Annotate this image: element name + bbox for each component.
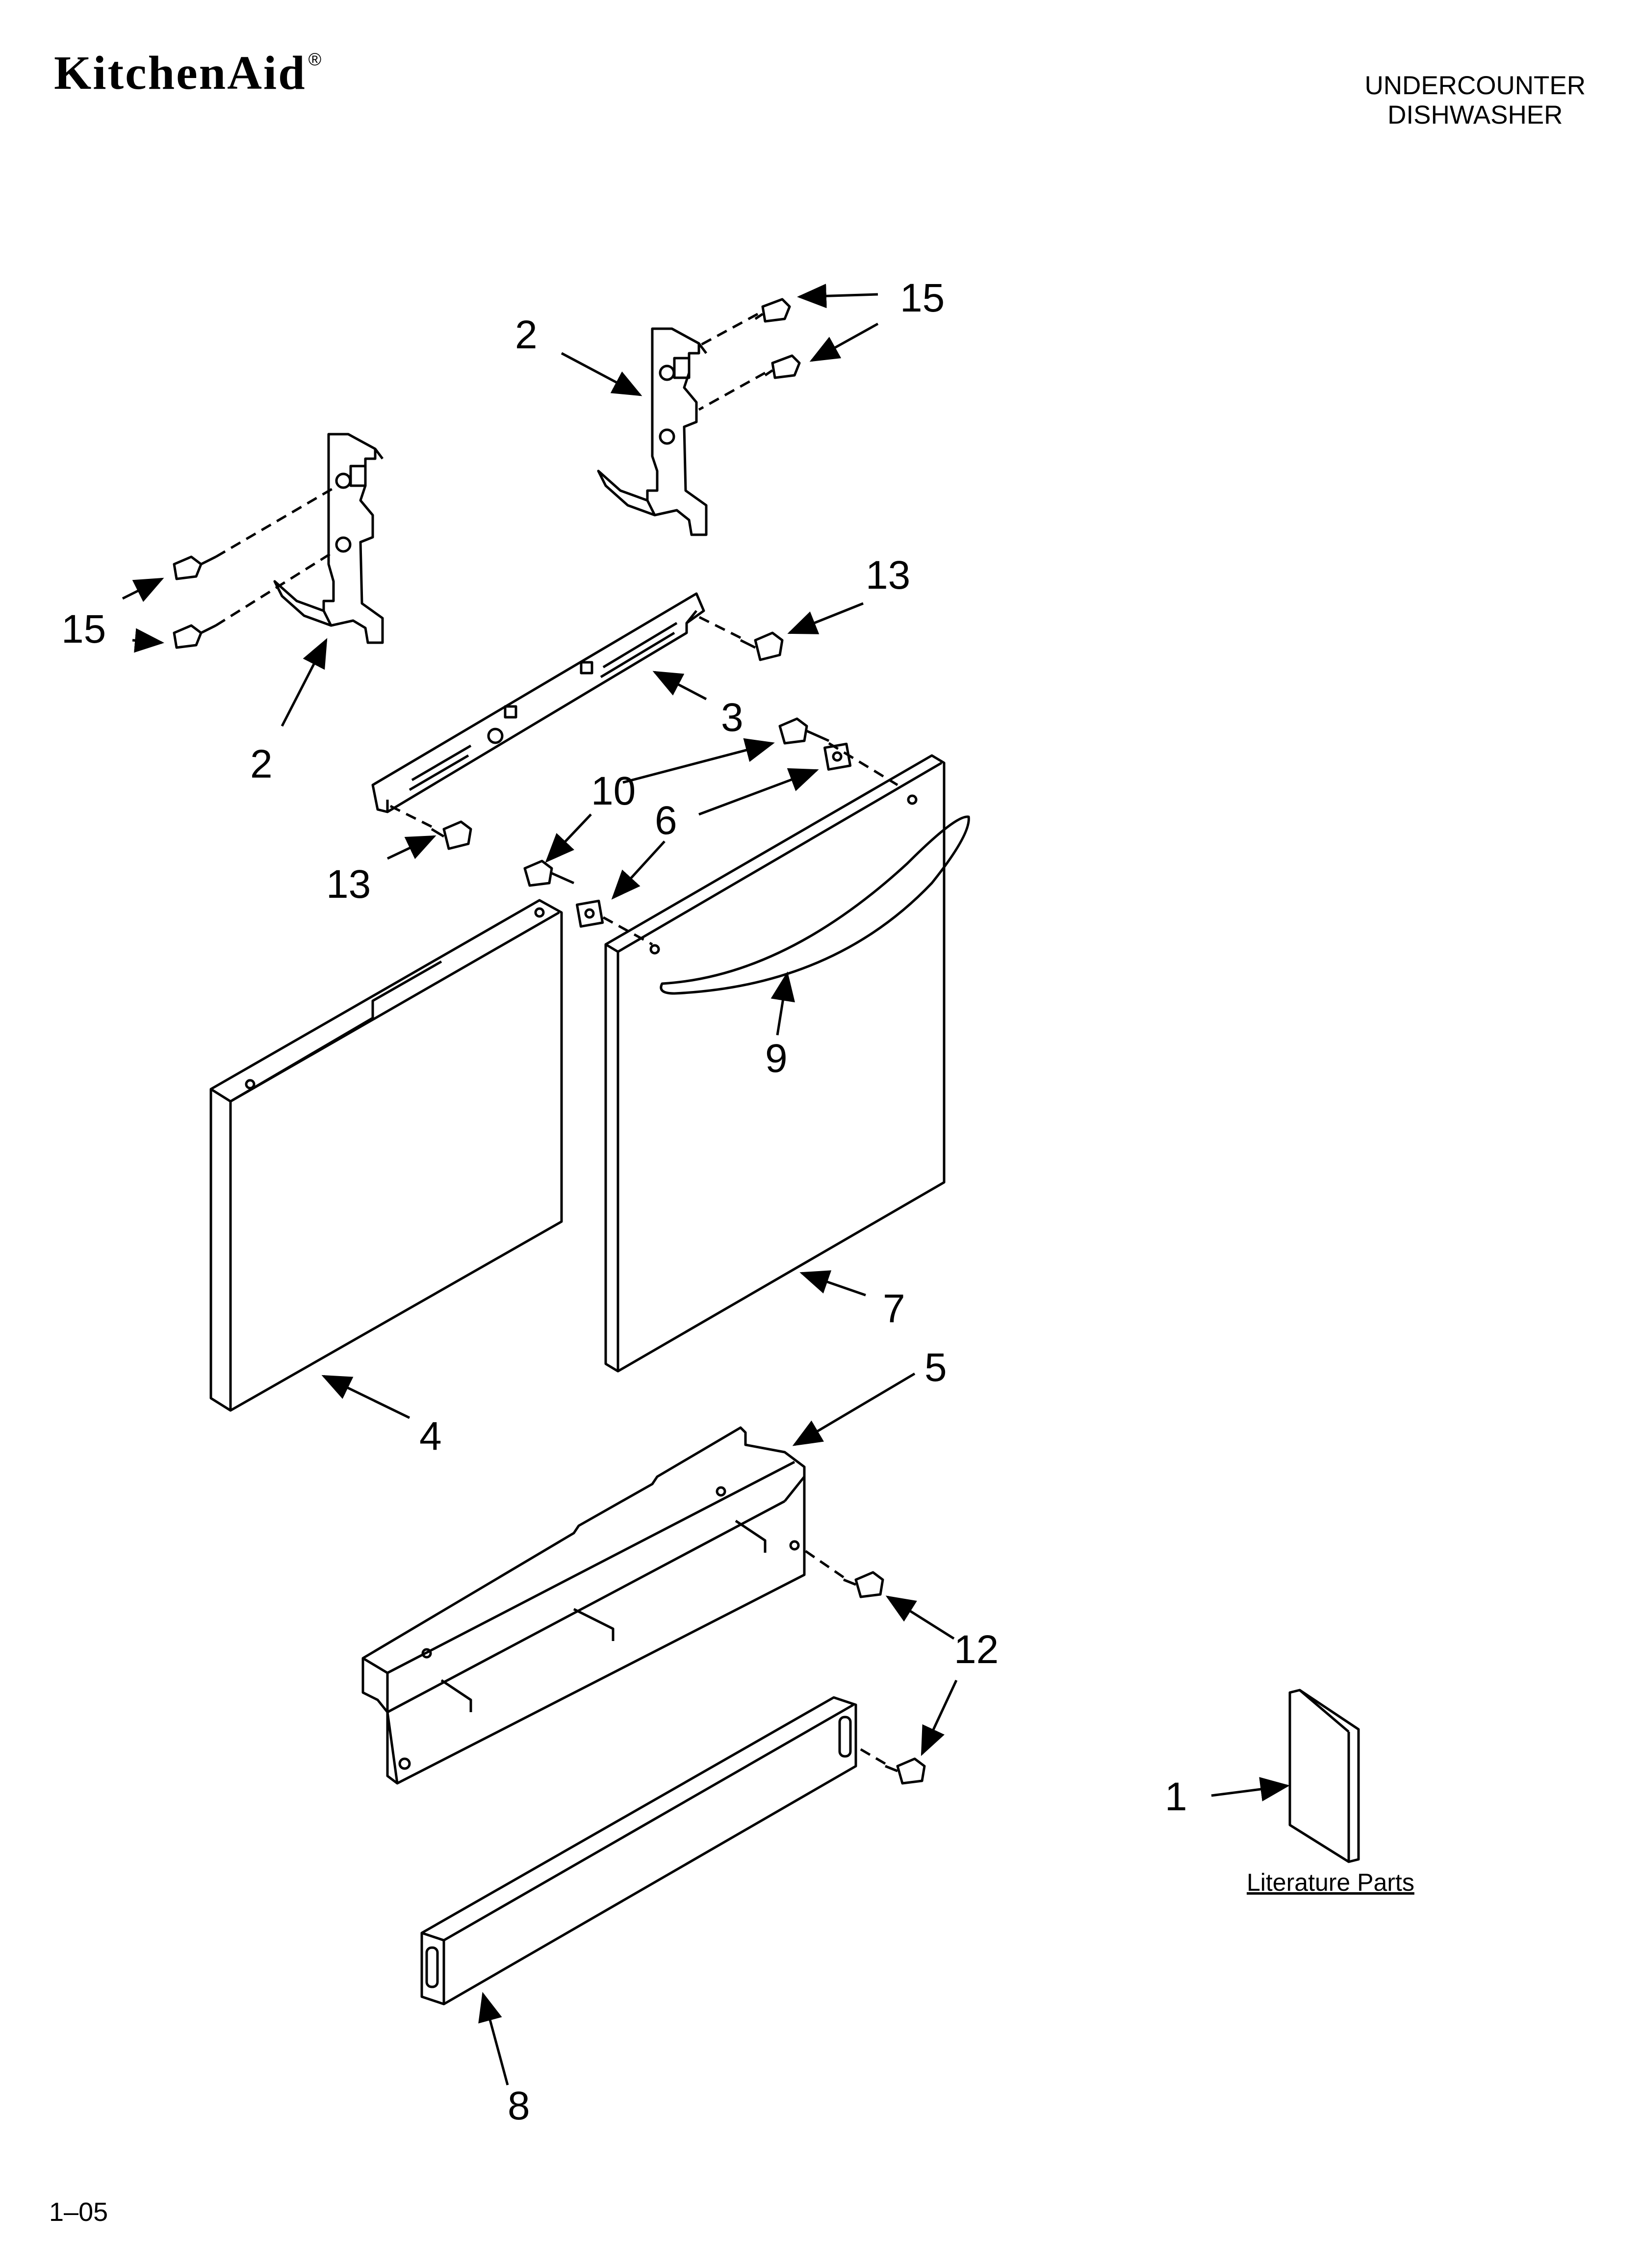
callout-15-right: 15 xyxy=(900,276,945,320)
literature-booklet xyxy=(1288,1689,1360,1863)
callout-9: 9 xyxy=(765,1036,788,1081)
toe-kick-bracket xyxy=(361,1426,806,1785)
callout-3: 3 xyxy=(721,695,744,740)
mounting-bracket-right xyxy=(597,327,708,536)
door-panel xyxy=(604,754,946,1373)
brand-name: KitchenAid xyxy=(54,47,307,100)
callout-13-right: 13 xyxy=(866,553,910,598)
screw-13-left xyxy=(431,820,472,850)
screw-12-lower xyxy=(885,1757,926,1785)
brand-logo: KitchenAid® xyxy=(54,49,323,97)
screw-15-left-lower xyxy=(173,624,217,649)
callout-6: 6 xyxy=(655,798,677,843)
mounting-rail xyxy=(371,592,705,813)
screw-15-right-upper xyxy=(754,298,791,323)
revision-date: 1–05 xyxy=(49,2197,108,2227)
screw-15-right-lower xyxy=(764,354,801,379)
kick-plate xyxy=(420,1696,857,2006)
callout-2-left: 2 xyxy=(250,742,273,786)
callout-8: 8 xyxy=(508,2084,530,2128)
side-panel xyxy=(209,899,563,1412)
callout-4: 4 xyxy=(419,1414,442,1459)
callout-7: 7 xyxy=(883,1286,905,1331)
mounting-bracket-left xyxy=(273,433,384,644)
callout-12: 12 xyxy=(954,1627,999,1672)
screw-13-right xyxy=(740,631,784,661)
page-title: UNDERCOUNTER DISHWASHER xyxy=(1365,71,1586,130)
screw-10-left xyxy=(523,860,575,887)
door-handle xyxy=(660,815,970,995)
title-line-2: DISHWASHER xyxy=(1387,101,1563,130)
callout-2-right: 2 xyxy=(515,313,538,357)
literature-parts-label: Literature Parts xyxy=(1247,1869,1414,1896)
callout-15-left: 15 xyxy=(61,607,106,652)
callout-1: 1 xyxy=(1165,1774,1187,1819)
screw-10-right xyxy=(778,717,830,745)
washer-6-right xyxy=(823,742,852,771)
washer-6-left xyxy=(576,899,604,928)
screw-12-upper xyxy=(843,1571,884,1598)
callout-10: 10 xyxy=(591,769,636,813)
registered-mark: ® xyxy=(308,49,323,69)
screw-15-left-upper xyxy=(173,555,217,580)
callout-13-left: 13 xyxy=(326,862,371,907)
callout-5: 5 xyxy=(924,1345,947,1390)
title-line-1: UNDERCOUNTER xyxy=(1364,71,1586,100)
